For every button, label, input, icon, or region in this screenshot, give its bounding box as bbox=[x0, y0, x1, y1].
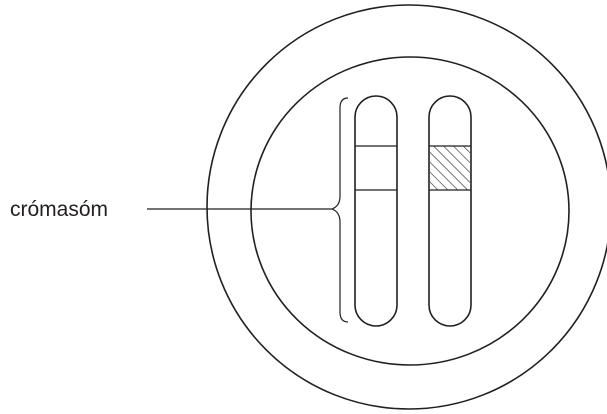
nucleus bbox=[251, 57, 569, 365]
chromosome-label: crómasóm bbox=[10, 198, 108, 221]
chromosome-right bbox=[429, 96, 471, 326]
chromosome-left bbox=[355, 96, 397, 326]
outer-cell-membrane bbox=[207, 5, 607, 409]
chromosome-right-hatched-band bbox=[430, 146, 470, 190]
chromosome-bracket bbox=[332, 98, 348, 322]
